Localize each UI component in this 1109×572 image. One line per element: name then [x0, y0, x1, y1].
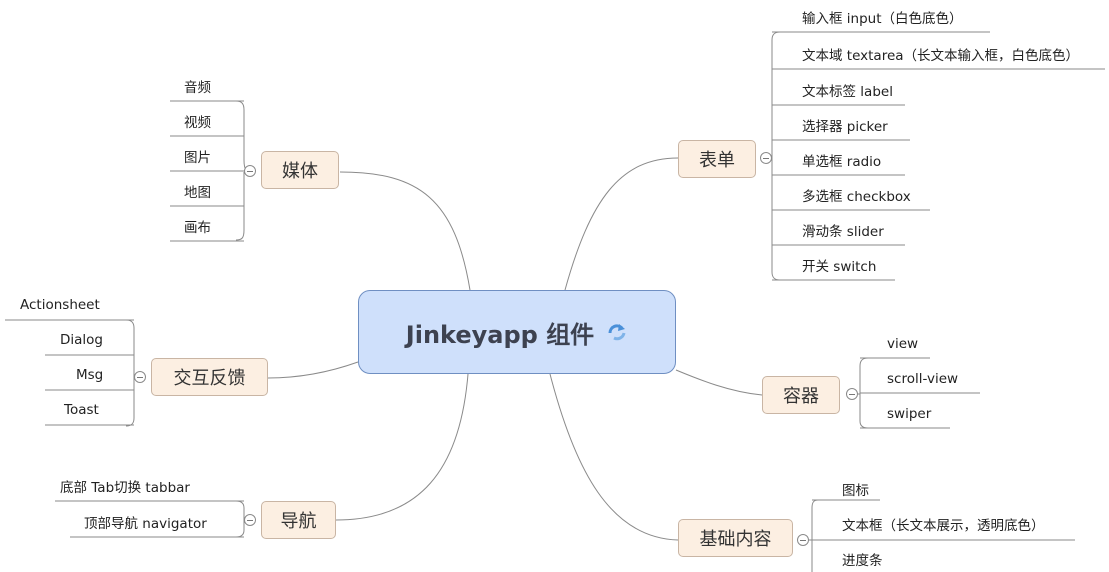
interaction-item[interactable]: Actionsheet: [20, 297, 100, 313]
form-item[interactable]: 文本标签 label: [802, 84, 893, 100]
basic-item[interactable]: 图标: [842, 483, 869, 499]
interaction-item[interactable]: Msg: [76, 367, 104, 383]
collapse-basic-button[interactable]: [797, 534, 809, 546]
topic-navigation-label: 导航: [280, 511, 317, 532]
topic-navigation[interactable]: 导航: [261, 501, 336, 539]
form-item[interactable]: 文本域 textarea（长文本输入框，白色底色）: [802, 48, 1080, 64]
topic-media-label: 媒体: [282, 161, 318, 182]
container-item[interactable]: swiper: [887, 406, 932, 422]
media-item[interactable]: 画布: [184, 220, 211, 236]
collapse-interaction-button[interactable]: [134, 371, 146, 383]
topic-basic-label: 基础内容: [699, 529, 772, 550]
root-title: Jinkeyapp 组件: [405, 320, 595, 349]
form-item[interactable]: 滑动条 slider: [802, 224, 884, 240]
root-topic[interactable]: Jinkeyapp 组件: [358, 290, 676, 374]
collapse-form-button[interactable]: [760, 152, 772, 164]
navigation-item[interactable]: 顶部导航 navigator: [84, 516, 207, 532]
container-item[interactable]: scroll-view: [887, 371, 959, 387]
topic-form-label: 表单: [699, 150, 735, 171]
form-item[interactable]: 多选框 checkbox: [802, 189, 911, 205]
basic-item[interactable]: 文本框（长文本展示，透明底色）: [842, 518, 1045, 534]
media-item[interactable]: 视频: [184, 115, 211, 131]
interaction-item[interactable]: Toast: [64, 402, 99, 418]
collapse-navigation-button[interactable]: [244, 514, 256, 526]
container-item[interactable]: view: [887, 336, 919, 352]
topic-container-label: 容器: [783, 386, 819, 407]
form-item[interactable]: 单选框 radio: [802, 154, 882, 170]
collapse-container-button[interactable]: [846, 388, 858, 400]
navigation-item[interactable]: 底部 Tab切换 tabbar: [60, 480, 190, 496]
topic-container[interactable]: 容器: [762, 376, 840, 414]
topic-media[interactable]: 媒体: [261, 151, 339, 189]
collapse-media-button[interactable]: [244, 165, 256, 177]
topic-basic-content[interactable]: 基础内容: [678, 519, 793, 557]
media-item[interactable]: 地图: [184, 185, 211, 201]
topic-form[interactable]: 表单: [678, 140, 756, 178]
form-item[interactable]: 开关 switch: [802, 259, 877, 275]
form-item[interactable]: 选择器 picker: [802, 119, 888, 135]
form-item[interactable]: 输入框 input（白色底色）: [802, 11, 963, 27]
refresh-icon[interactable]: [606, 321, 628, 343]
basic-item[interactable]: 进度条: [842, 553, 883, 569]
media-item[interactable]: 图片: [184, 150, 211, 166]
media-item[interactable]: 音频: [184, 80, 211, 96]
interaction-item[interactable]: Dialog: [60, 332, 103, 348]
topic-interaction-label: 交互反馈: [173, 368, 246, 389]
topic-interaction[interactable]: 交互反馈: [151, 358, 268, 396]
